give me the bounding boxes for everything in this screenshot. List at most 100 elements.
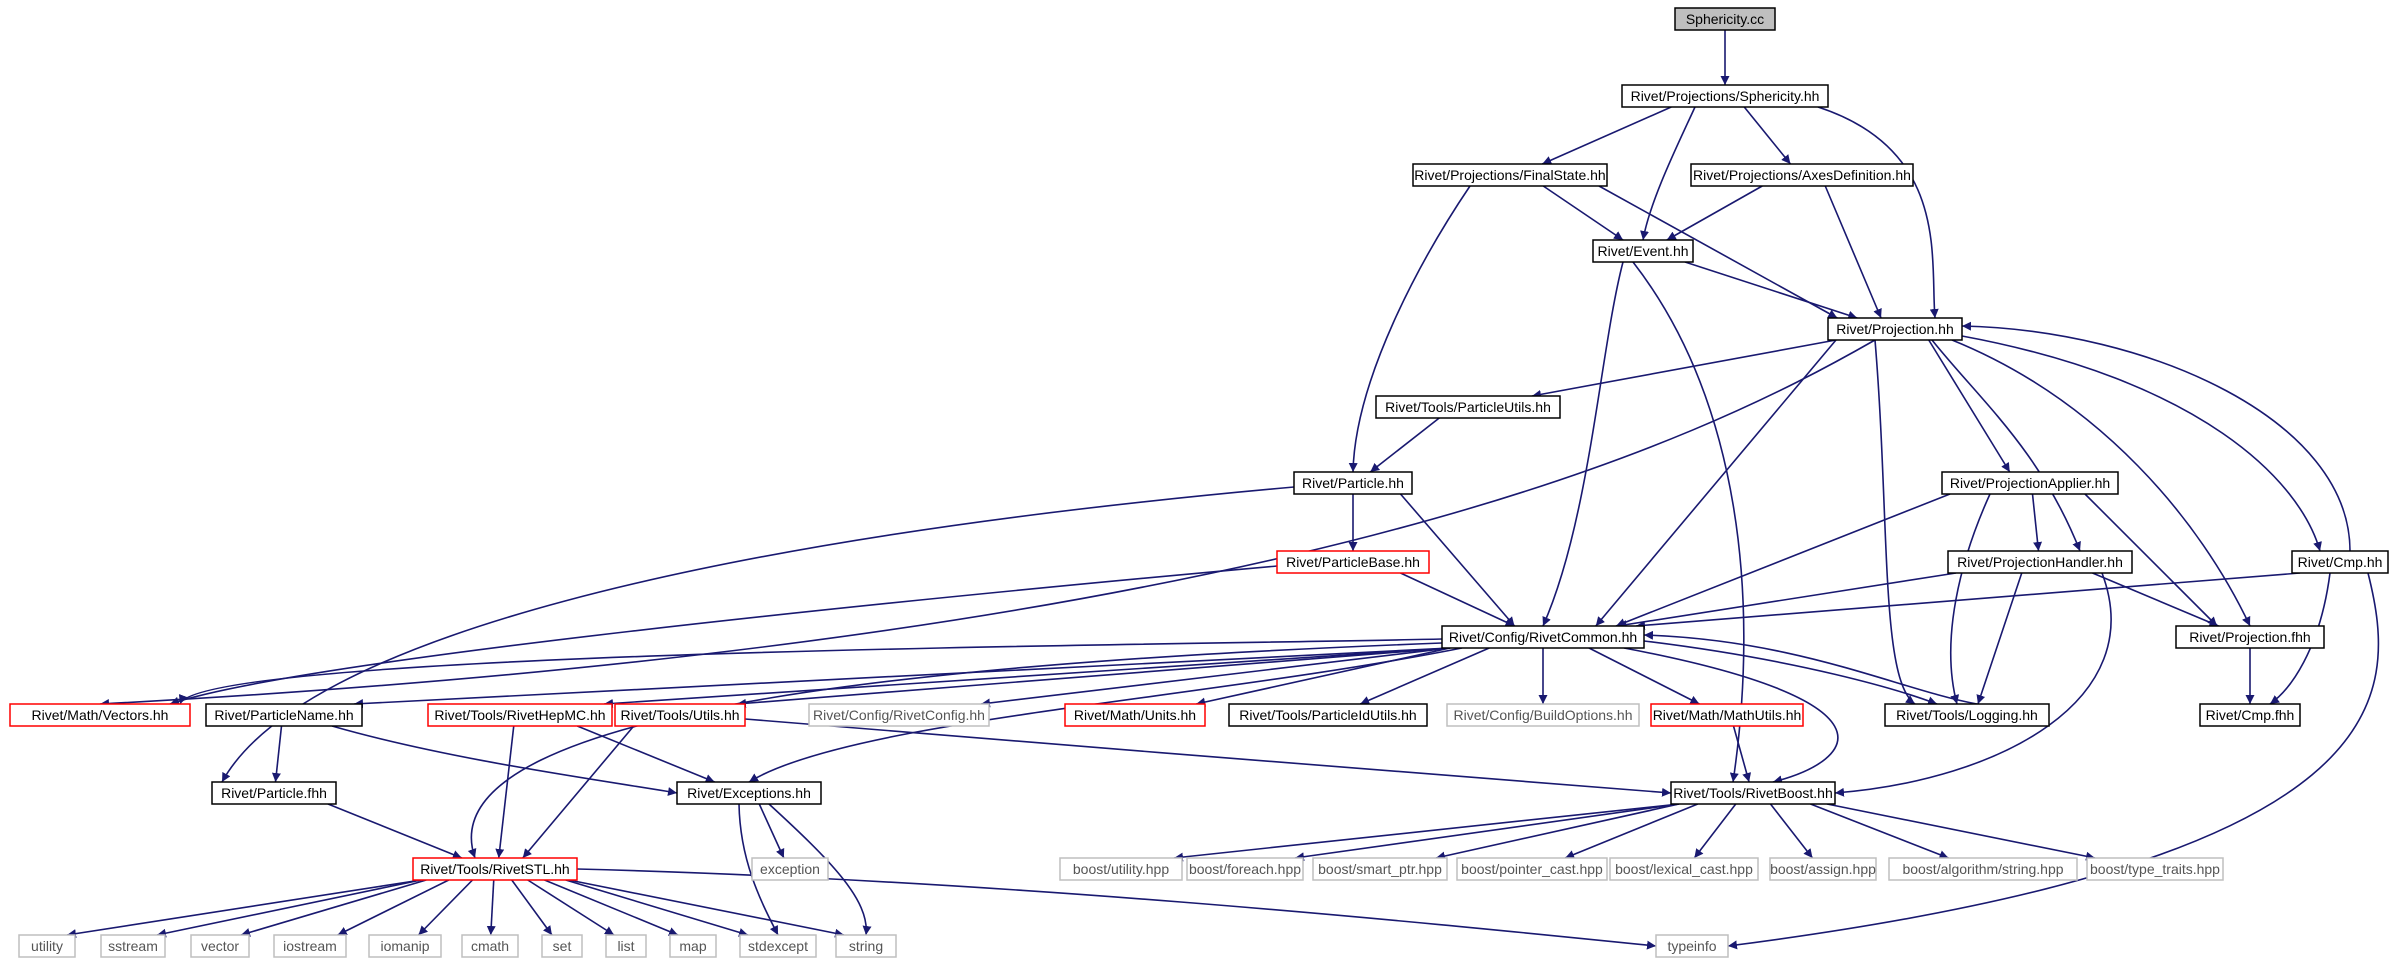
node-projfhh[interactable]: Rivet/Projection.fhh <box>2175 625 2325 649</box>
edge-particleutils-to-particle <box>1369 417 1440 473</box>
edge-projhandler-to-rivetboost <box>1834 572 2112 797</box>
edge-rivetcommon-to-particlename <box>353 647 1451 709</box>
node-label: Rivet/Config/RivetConfig.hh <box>813 707 985 723</box>
node-particlefhh[interactable]: Rivet/Particle.fhh <box>211 781 337 805</box>
node-particlename[interactable]: Rivet/ParticleName.hh <box>205 703 363 727</box>
node-box <box>676 781 822 805</box>
edge-rivetstl-to-std_vector <box>240 879 427 937</box>
node-box <box>1293 471 1413 495</box>
node-box <box>190 934 250 958</box>
edge-event-to-rivetcommon <box>1542 261 1624 627</box>
node-rivetstl[interactable]: Rivet/Tools/RivetSTL.hh <box>412 857 578 881</box>
node-label: Rivet/Projection.fhh <box>2189 629 2310 645</box>
node-label: Rivet/Projection.hh <box>1836 321 1954 337</box>
node-proj_finalstate[interactable]: Rivet/Projections/FinalState.hh <box>1412 163 1608 187</box>
node-rivetcommon[interactable]: Rivet/Config/RivetCommon.hh <box>1441 625 1645 649</box>
node-std_set: set <box>541 934 583 958</box>
edge-rivetcommon-to-rivetstl <box>467 642 1443 859</box>
edge-particlebase-to-vectors <box>169 565 1278 706</box>
node-cmp[interactable]: Rivet/Cmp.hh <box>2291 550 2389 574</box>
edge-proj_axesdef-to-event <box>1666 185 1763 241</box>
node-cmpfhh[interactable]: Rivet/Cmp.fhh <box>2199 703 2301 727</box>
node-label: Rivet/Projections/FinalState.hh <box>1414 167 1605 183</box>
node-box <box>1592 239 1694 263</box>
node-label: list <box>617 938 634 954</box>
node-particleutils[interactable]: Rivet/Tools/ParticleUtils.hh <box>1375 395 1561 419</box>
node-label: Rivet/Tools/Utils.hh <box>620 707 739 723</box>
node-box <box>1276 550 1430 574</box>
node-label: boost/assign.hpp <box>1770 861 1876 877</box>
node-box <box>2199 703 2301 727</box>
node-sphericity_cc[interactable]: Sphericity.cc <box>1674 7 1776 31</box>
node-box <box>9 703 191 727</box>
node-particlebase[interactable]: Rivet/ParticleBase.hh <box>1276 550 1430 574</box>
node-box <box>1064 703 1206 727</box>
edge-projection-to-projfhh <box>1951 339 2251 627</box>
edge-rivetboost-to-boost_smartptr <box>1435 803 1680 861</box>
node-mathutils[interactable]: Rivet/Math/MathUtils.hh <box>1650 703 1804 727</box>
node-projhandler[interactable]: Rivet/ProjectionHandler.hh <box>1947 550 2133 574</box>
node-box <box>1441 625 1645 649</box>
node-exceptions[interactable]: Rivet/Exceptions.hh <box>676 781 822 805</box>
node-box <box>1375 395 1561 419</box>
node-label: Rivet/Tools/ParticleUtils.hh <box>1385 399 1551 415</box>
node-particle[interactable]: Rivet/Particle.hh <box>1293 471 1413 495</box>
edge-utils-to-rivetstl <box>522 725 635 859</box>
node-projection[interactable]: Rivet/Projection.hh <box>1827 317 1963 341</box>
edge-particlefhh-to-rivetstl <box>327 803 463 859</box>
node-label: Rivet/Exceptions.hh <box>687 785 811 801</box>
edge-cmp-to-std_typeinfo <box>1727 572 2380 950</box>
node-label: Rivet/Math/MathUtils.hh <box>1653 707 1802 723</box>
node-box <box>1769 857 1877 881</box>
node-box <box>427 703 613 727</box>
node-label: boost/algorithm/string.hpp <box>1902 861 2063 877</box>
edge-projapplier-to-projhandler <box>2031 493 2043 552</box>
edge-utils-to-rivetboost <box>744 718 1672 797</box>
node-box <box>2086 857 2224 881</box>
node-utils[interactable]: Rivet/Tools/Utils.hh <box>614 703 746 727</box>
edge-rivetboost-to-boost_algostring <box>1810 803 1949 859</box>
edge-rivetboost-to-boost_pointercast <box>1564 803 1699 859</box>
node-label: map <box>679 938 706 954</box>
node-label: Rivet/Projections/AxesDefinition.hh <box>1693 167 1911 183</box>
node-label: iomanip <box>380 938 429 954</box>
node-particleidutils[interactable]: Rivet/Tools/ParticleIdUtils.hh <box>1228 703 1428 727</box>
node-units[interactable]: Rivet/Math/Units.hh <box>1064 703 1206 727</box>
node-std_utility: utility <box>18 934 76 958</box>
file-nodes: Sphericity.ccRivet/Projections/Sphericit… <box>9 7 2389 958</box>
node-rivethepmc[interactable]: Rivet/Tools/RivetHepMC.hh <box>427 703 613 727</box>
node-rivetconfig: Rivet/Config/RivetConfig.hh <box>808 703 990 727</box>
edge-projhandler-to-rivetcommon <box>1617 572 1957 630</box>
node-logging[interactable]: Rivet/Tools/Logging.hh <box>1884 703 2050 727</box>
node-label: cmath <box>471 938 509 954</box>
node-event[interactable]: Rivet/Event.hh <box>1592 239 1694 263</box>
edge-proj_sphericity-to-event <box>1640 106 1696 241</box>
node-vectors[interactable]: Rivet/Math/Vectors.hh <box>9 703 191 727</box>
node-label: Rivet/ProjectionHandler.hh <box>1957 554 2123 570</box>
edge-rivetstl-to-std_iomanip <box>417 879 474 936</box>
edge-rivetcommon-to-exceptions <box>748 647 1463 783</box>
node-label: Rivet/ParticleName.hh <box>214 707 353 723</box>
edge-rivetboost-to-boost_assign <box>1769 803 1814 859</box>
node-label: Rivet/Event.hh <box>1597 243 1688 259</box>
node-std_stdexcept: stdexcept <box>739 934 817 958</box>
edge-rivetcommon-to-utils <box>736 647 1451 708</box>
node-label: boost/utility.hpp <box>1073 861 1169 877</box>
edge-proj_axesdef-to-projection <box>1824 185 1882 319</box>
node-box <box>835 934 897 958</box>
node-box <box>1446 703 1640 727</box>
node-label: stdexcept <box>748 938 808 954</box>
node-boost_utility: boost/utility.hpp <box>1059 857 1183 881</box>
node-proj_sphericity[interactable]: Rivet/Projections/Sphericity.hh <box>1621 84 1829 108</box>
edge-rivetstl-to-std_utility <box>66 879 422 939</box>
edge-rivetstl-to-std_stdexcept <box>565 879 749 937</box>
edge-rivetcommon-to-particleidutils <box>1359 647 1490 705</box>
node-proj_axesdef[interactable]: Rivet/Projections/AxesDefinition.hh <box>1690 163 1914 187</box>
edge-rivetboost-to-boost_utility <box>1173 803 1680 862</box>
node-box <box>1690 163 1914 187</box>
node-rivetboost[interactable]: Rivet/Tools/RivetBoost.hh <box>1670 781 1836 805</box>
node-projapplier[interactable]: Rivet/ProjectionApplier.hh <box>1941 471 2119 495</box>
edge-projapplier-to-rivetcommon <box>1615 493 1951 627</box>
node-box <box>18 934 76 958</box>
